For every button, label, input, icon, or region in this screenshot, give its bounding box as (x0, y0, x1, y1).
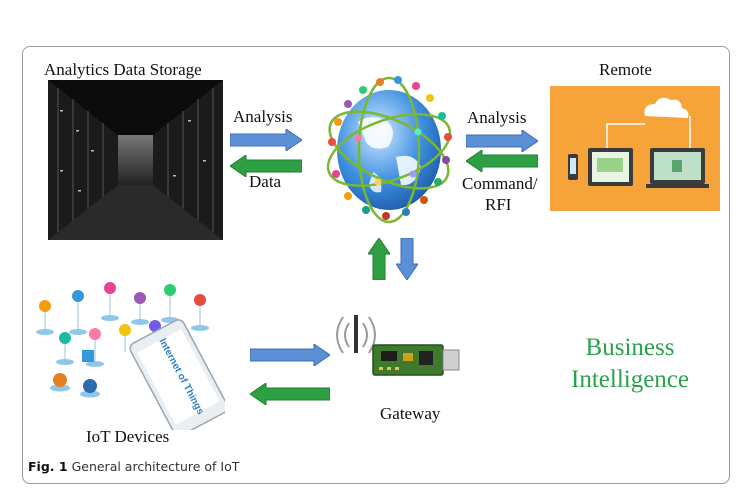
business-line1: Business (585, 334, 675, 361)
arrow-gateway-to-devices (250, 383, 330, 405)
rfi-right-label: RFI (485, 195, 512, 214)
figure-caption-text: General architecture of IoT (71, 459, 240, 474)
figure-number: Fig. 1 (28, 459, 68, 474)
analysis-left-label: Analysis (233, 107, 293, 126)
cloud-globe-icon (318, 62, 460, 230)
figure-caption: Fig. 1 General architecture of IoT (28, 459, 239, 474)
gateway-device-icon (335, 305, 465, 385)
arrow-devices-to-gateway (250, 344, 330, 366)
data-left-label: Data (249, 172, 282, 191)
arrow-data-to-storage (230, 155, 302, 177)
storage-label: Analytics Data Storage (44, 60, 202, 79)
iot-devices-label: IoT Devices (86, 427, 170, 446)
arrow-command-to-cloud (466, 150, 538, 172)
arrow-analysis-to-cloud (230, 129, 302, 151)
gateway-label: Gateway (380, 404, 441, 423)
data-center-image (48, 80, 223, 240)
iot-devices-image: Internet of Things (30, 280, 225, 430)
business-line2: Intelligence (571, 366, 689, 393)
arrow-gateway-to-cloud (368, 238, 390, 280)
business-intelligence-title: Business Intelligence (540, 332, 720, 396)
analysis-right-label: Analysis (467, 108, 527, 127)
arrow-cloud-to-gateway (396, 238, 418, 280)
arrow-analysis-to-remote (466, 130, 538, 152)
remote-label: Remote (599, 60, 652, 79)
remote-devices-image (550, 86, 720, 211)
command-right-label: Command/ (462, 174, 538, 193)
